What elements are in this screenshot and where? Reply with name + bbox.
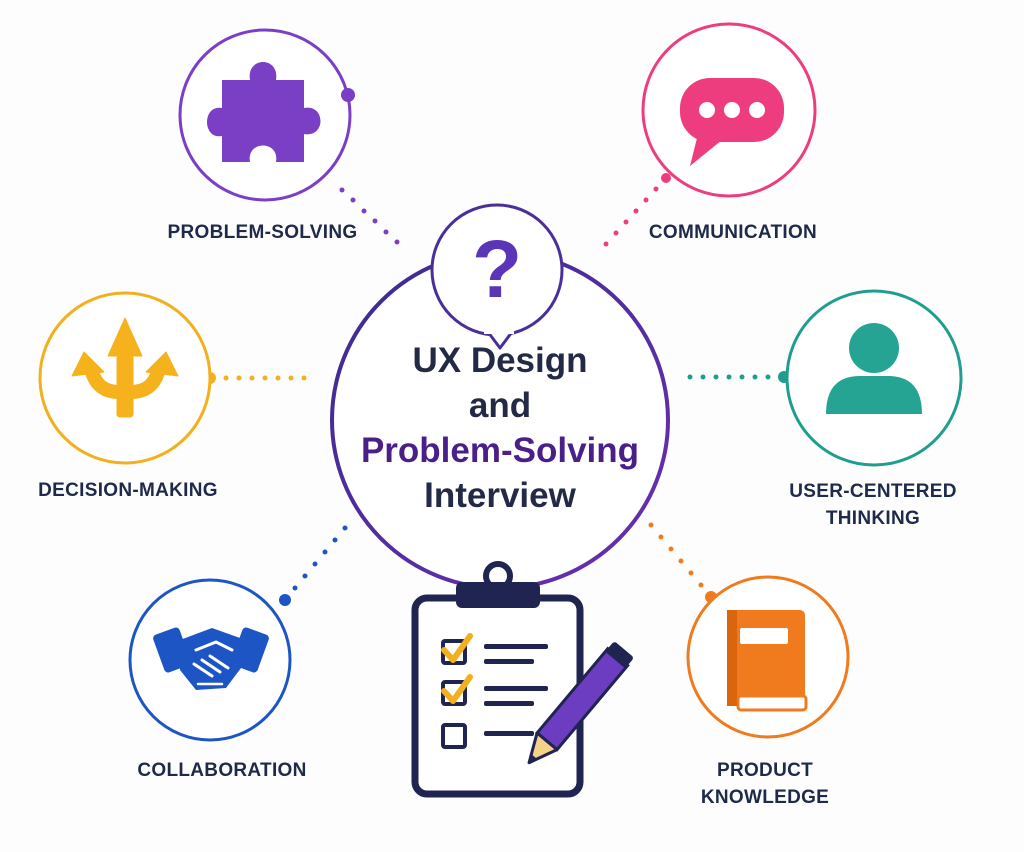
center-title-line1: UX Design <box>412 341 588 380</box>
clipboard-icon <box>411 561 584 798</box>
speech-bubble-icon <box>680 78 784 166</box>
node-product-knowledge[interactable] <box>686 575 850 739</box>
connector-communication <box>603 173 671 247</box>
question-bubble: ? <box>430 203 564 350</box>
connector-decision-making <box>204 372 307 384</box>
pencil-icon <box>527 642 633 765</box>
node-problem-solving[interactable] <box>178 28 355 202</box>
label-product-knowledge: PRODUCT KNOWLEDGE <box>700 760 830 808</box>
handshake-icon <box>153 627 269 690</box>
center-title-line2: and <box>468 386 532 425</box>
node-user-centered[interactable] <box>785 289 963 467</box>
label-problem-solving: PROBLEM-SOLVING <box>167 222 358 243</box>
label-user-centered-thinking: USER-CENTERED THINKING <box>789 481 957 529</box>
center-title-line3: Problem-Solving <box>360 431 640 470</box>
user-icon <box>826 323 922 414</box>
label-collaboration: COLLABORATION <box>137 760 307 781</box>
connector-user-centered <box>687 371 790 383</box>
center-title: UX Design and Problem-Solving Interview <box>330 338 670 518</box>
connector-product-knowledge <box>648 522 717 603</box>
branching-arrows-icon <box>71 317 179 418</box>
label-decision-making: DECISION-MAKING <box>38 480 218 501</box>
node-communication[interactable] <box>641 22 817 198</box>
connector-problem-solving <box>339 187 400 245</box>
book-icon <box>727 610 808 712</box>
node-collaboration[interactable] <box>128 578 292 742</box>
label-communication: COMMUNICATION <box>648 222 818 243</box>
puzzle-piece-icon <box>207 62 321 162</box>
question-mark-icon: ? <box>472 224 522 315</box>
connector-collaboration <box>279 525 348 606</box>
node-decision-making[interactable] <box>38 291 212 465</box>
center-title-line4: Interview <box>424 476 576 515</box>
